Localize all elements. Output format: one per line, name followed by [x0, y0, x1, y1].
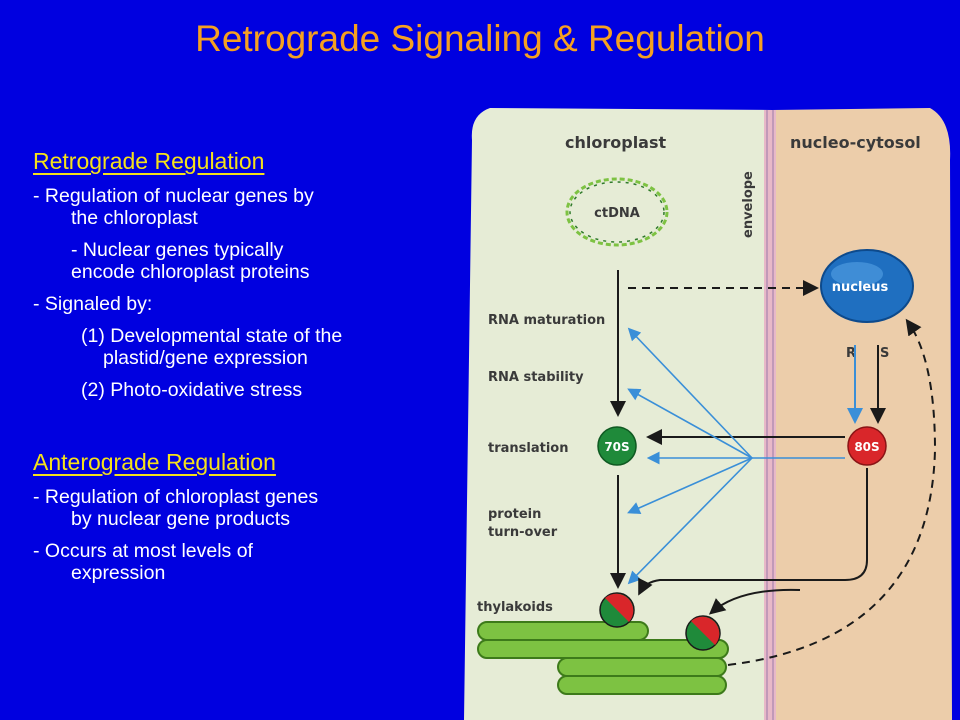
- nucleus-label: nucleus: [832, 280, 889, 295]
- thylakoid-stacks: [477, 621, 729, 695]
- text-panel: Retrograde Regulation - Regulation of nu…: [33, 148, 453, 594]
- rna-stability-label: RNA stability: [488, 370, 584, 385]
- turnover-label: turn-over: [488, 525, 558, 540]
- nucleo-cytosol-label: nucleo-cytosol: [790, 133, 921, 152]
- thylakoid-ribosome-2: [685, 615, 721, 651]
- thylakoid-ribosome-1: [599, 592, 635, 628]
- signal-2: (2) Photo-oxidative stress: [81, 379, 303, 401]
- retrograde-item-2: - Nuclear genes typically encode chlorop…: [71, 239, 310, 283]
- envelope-label: envelope: [741, 171, 756, 238]
- ctdna-label: ctDNA: [594, 206, 640, 221]
- envelope-membrane: [764, 110, 776, 720]
- rna-maturation-label: RNA maturation: [488, 313, 605, 328]
- ribo70-label: 70S: [604, 440, 629, 454]
- anterograde-heading: Anterograde Regulation: [33, 449, 276, 475]
- ctdna-ring: [565, 177, 669, 247]
- anterograde-item-2: - Occurs at most levels of expression: [33, 540, 253, 584]
- protein-label: protein: [488, 507, 541, 522]
- translation-label: translation: [488, 441, 568, 456]
- ribo80-label: 80S: [854, 440, 879, 454]
- thylakoids-label: thylakoids: [477, 600, 553, 615]
- cytosol-region: [772, 108, 952, 720]
- ribosome-70s: [597, 426, 637, 466]
- chloroplast-label: chloroplast: [565, 133, 666, 152]
- slide-title: Retrograde Signaling & Regulation: [195, 18, 765, 59]
- retrograde-heading: Retrograde Regulation: [33, 148, 265, 174]
- retrograde-item-3: - Signaled by:: [33, 293, 153, 315]
- s-label: S: [880, 346, 889, 361]
- ribosome-80s: [847, 426, 887, 466]
- dashed-arrow-to-nucleus-2: [727, 318, 937, 666]
- retrograde-diagram: chloroplast nucleo-cytosol envelope ctDN…: [464, 108, 952, 720]
- anterograde-item-1: - Regulation of chloroplast genes by nuc…: [33, 486, 319, 530]
- r-label: R: [846, 346, 856, 361]
- retrograde-item-1: - Regulation of nuclear genes by the chl…: [33, 185, 314, 229]
- signal-1: (1) Developmental state of the plastid/g…: [81, 325, 343, 369]
